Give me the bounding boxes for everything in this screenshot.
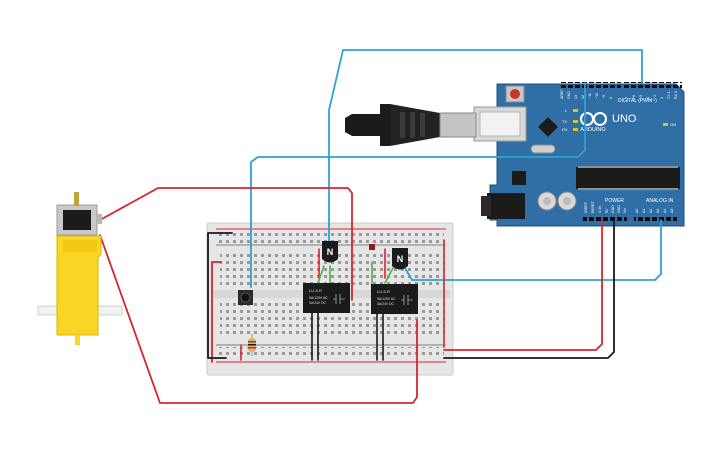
diode	[369, 244, 375, 250]
pwr-label-vin: Vin	[623, 208, 627, 213]
pin-label-13: 13	[574, 95, 578, 99]
analog-label-a3: A3	[656, 209, 660, 213]
relay-2: LU-5-R 5A/125V AC 3A/24V DC	[371, 284, 418, 314]
wire-blue-pin12	[250, 82, 586, 288]
relay-1-rating2: 3A/24V DC	[309, 301, 327, 305]
push-button[interactable]	[238, 290, 253, 305]
pwr-label-ioref: IOREF	[584, 201, 588, 213]
pin-label-12: 12	[581, 95, 585, 99]
usb-cable	[345, 104, 477, 146]
relay-1: LU-5-R 5A/125V AC 3A/24V DC	[303, 283, 350, 313]
arduino-model: UNO	[612, 113, 637, 125]
analog-label: ANALOG IN	[646, 198, 674, 204]
relay-1-rating1: 5A/125V AC	[309, 296, 328, 300]
pwr-label-gnd1: GND	[611, 205, 615, 213]
pin-label-11: ~11	[588, 93, 592, 99]
wire-black-gnd-arduino	[443, 219, 615, 359]
pin-label-5: ~5	[639, 95, 643, 99]
dc-motor	[37, 192, 123, 345]
arduino-uno: ARDUINO UNO DIGITAL (PWM~) POWER ANALOG …	[473, 82, 685, 227]
wire-green-t1	[317, 265, 325, 284]
transistor-2: N	[392, 248, 408, 270]
pin-label-8: 8	[609, 97, 613, 99]
wire-black-relay1	[311, 311, 319, 361]
wire-red-5v-arduino	[443, 219, 603, 351]
pin-label-tx1: TX 1	[667, 91, 671, 99]
wire-black-relay2	[376, 311, 384, 361]
arduino-brand: ARDUINO	[580, 127, 606, 133]
pin-label-9: ~9	[602, 95, 606, 99]
pwr-label-5v: 5V	[605, 208, 609, 213]
pin-label-4: 4	[646, 97, 650, 99]
power-label: POWER	[605, 198, 624, 204]
relay-1-model: LU-5-R	[309, 288, 322, 293]
resistor	[248, 334, 256, 356]
led-label-l: L	[565, 108, 568, 113]
transistor-1-label: N	[327, 247, 334, 257]
analog-label-a2: A2	[649, 209, 653, 213]
pin-label-7: 7	[625, 97, 629, 99]
arduino-logo	[580, 112, 607, 126]
led-label-on: ON	[670, 122, 676, 127]
pin-label-3: ~3	[653, 95, 657, 99]
transistor-1: N	[322, 241, 338, 263]
analog-label-a4: A4	[663, 209, 667, 213]
pin-label-gnd: GND	[567, 91, 571, 99]
reset-button[interactable]	[510, 89, 520, 99]
pin-label-2: 2	[660, 97, 664, 99]
wire-black-gnd-left	[207, 232, 233, 359]
wire-red-motor-top	[99, 187, 353, 301]
pwr-label-gnd2: GND	[617, 205, 621, 213]
transistor-2-label: N	[397, 254, 404, 264]
pwr-label-reset: RESET	[591, 200, 595, 213]
led-label-rx: RX	[562, 127, 568, 132]
analog-label-a1: A1	[642, 209, 646, 213]
relay-2-rating1: 5A/125V AC	[377, 297, 396, 301]
digital-label: DIGITAL (PWM~)	[618, 98, 657, 104]
wire-red-5v	[211, 261, 222, 363]
pwr-label-3v3: 3.3V	[598, 205, 602, 213]
relay-2-model: LU-5-R	[377, 289, 390, 294]
relay-2-rating2: 3A/24V DC	[377, 302, 395, 306]
pin-label-6: ~6	[632, 95, 636, 99]
analog-label-a0: A0	[635, 209, 639, 213]
pin-label-10: ~10	[595, 93, 599, 99]
analog-label-a5: A5	[670, 209, 674, 213]
wire-red-motor-bottom	[99, 234, 418, 404]
wire-blue-a0	[404, 219, 662, 281]
wire-green-t2	[384, 267, 394, 284]
pin-label-aref: AREF	[560, 89, 564, 99]
pin-label-rx0: RX 0	[674, 91, 678, 99]
led-label-tx: TX	[562, 119, 567, 124]
